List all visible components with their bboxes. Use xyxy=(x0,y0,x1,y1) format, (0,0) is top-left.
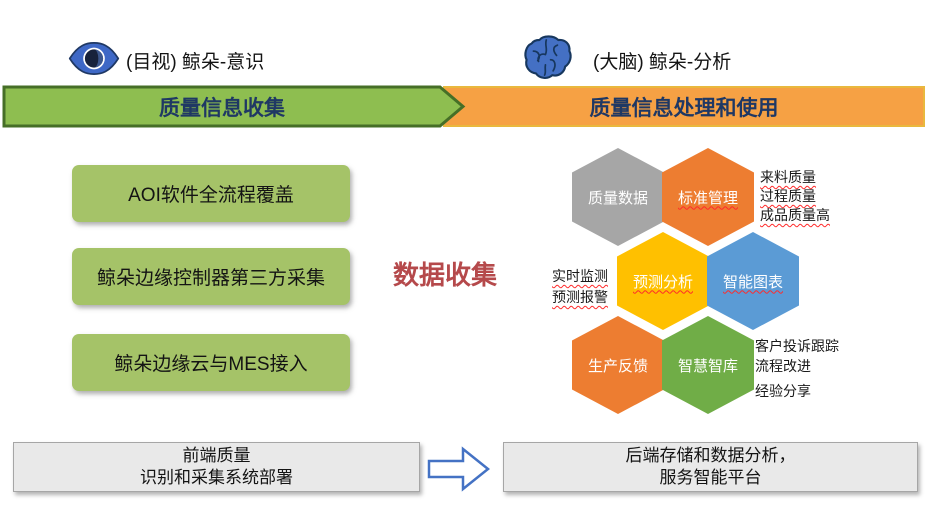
footer-box-frontend-line2: 识别和采集系统部署 xyxy=(140,468,293,487)
hexagon-standard-management-label: 标准管理 xyxy=(677,189,738,207)
collection-box-edge-cloud-mes: 鲸朵边缘云与MES接入 xyxy=(72,334,350,391)
annotation-line: 经验分享 xyxy=(755,383,811,399)
eye-icon xyxy=(68,40,120,82)
hexagon-wisdom-base-label: 智慧智库 xyxy=(677,357,738,375)
annotation-bottom-right: 客户投诉跟踪 流程改进 经验分享 xyxy=(755,336,839,401)
collection-box-aoi-label: AOI软件全流程覆盖 xyxy=(128,185,294,206)
right-arrow-icon xyxy=(427,446,491,497)
annotation-line: 成品质量高 xyxy=(760,207,830,223)
banner-process-use: 质量信息处理和使用 xyxy=(443,86,925,127)
hexagon-predictive-analysis: 预测分析 xyxy=(617,232,709,330)
hexagon-predictive-analysis-label: 预测分析 xyxy=(632,273,693,291)
annotation-top-right: 来料质量 过程质量 成品质量高 xyxy=(760,168,830,225)
footer-box-frontend: 前端质量 识别和采集系统部署 xyxy=(13,442,420,492)
data-collection-label: 数据收集 xyxy=(393,260,498,290)
banner-process-use-label: 质量信息处理和使用 xyxy=(589,96,779,120)
footer-box-backend-line1: 后端存储和数据分析， xyxy=(625,446,796,466)
annotation-line: 客户投诉跟踪 xyxy=(755,338,839,354)
hexagon-standard-management: 标准管理 xyxy=(662,148,754,246)
annotation-line: 预测报警 xyxy=(552,289,608,305)
banner-collect: 质量信息收集 xyxy=(2,85,468,128)
footer-box-backend-line2: 服务智能平台 xyxy=(659,468,762,487)
right-header-label: (大脑) 鲸朵-分析 xyxy=(593,52,732,73)
annotation-line: 实时监测 xyxy=(552,268,608,284)
hexagon-quality-data: 质量数据 xyxy=(572,148,664,246)
hexagon-wisdom-base: 智慧智库 xyxy=(662,316,754,414)
annotation-line: 来料质量 xyxy=(760,169,816,185)
footer-box-backend: 后端存储和数据分析， 服务智能平台 xyxy=(503,442,918,492)
annotation-left: 实时监测 预测报警 xyxy=(552,266,608,308)
hexagon-smart-charts-label: 智能图表 xyxy=(722,273,783,291)
collection-box-aoi: AOI软件全流程覆盖 xyxy=(72,165,350,222)
annotation-line: 过程质量 xyxy=(760,188,816,204)
banner-collect-arrow-shape xyxy=(2,85,466,128)
hexagon-production-feedback-label: 生产反馈 xyxy=(587,357,648,375)
hexagon-smart-charts: 智能图表 xyxy=(707,232,799,330)
collection-box-edge-cloud-mes-label: 鲸朵边缘云与MES接入 xyxy=(114,354,308,375)
banner-collect-label: 质量信息收集 xyxy=(159,96,285,120)
hexagon-quality-data-label: 质量数据 xyxy=(587,189,648,207)
collection-box-edge-controller: 鲸朵边缘控制器第三方采集 xyxy=(72,248,350,305)
footer-box-frontend-line1: 前端质量 xyxy=(182,446,251,466)
hexagon-production-feedback: 生产反馈 xyxy=(572,316,664,414)
collection-box-edge-controller-label: 鲸朵边缘控制器第三方采集 xyxy=(96,268,325,289)
annotation-line: 流程改进 xyxy=(755,358,811,374)
brain-icon xyxy=(522,34,574,87)
left-header-label: (目视) 鲸朵-意识 xyxy=(126,52,265,73)
